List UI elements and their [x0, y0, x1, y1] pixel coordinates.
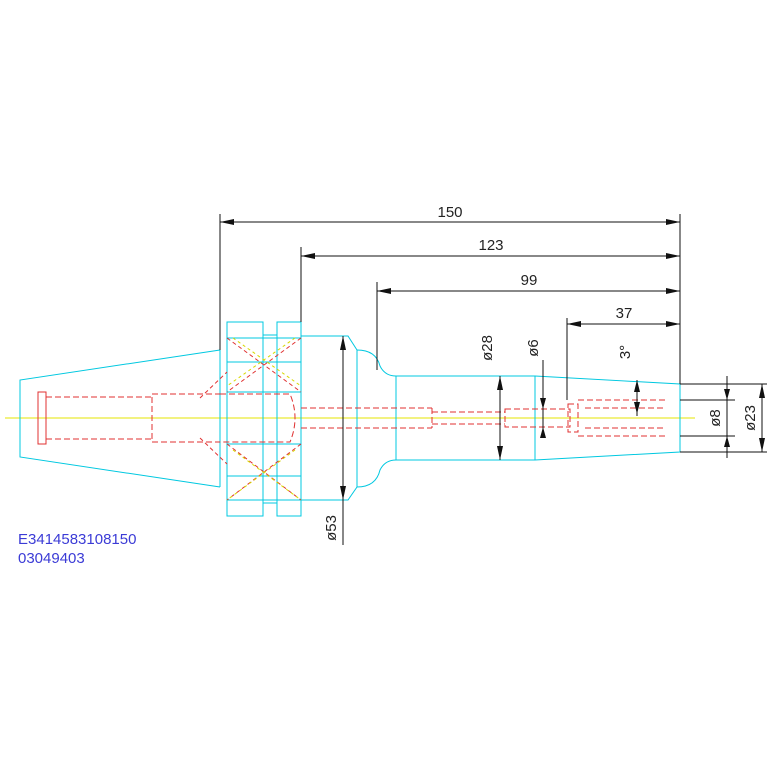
dim-dia53-label: ø53	[323, 515, 340, 541]
part-code-line1: E3414583108150	[18, 531, 136, 548]
dim-dia8-label: ø8	[707, 409, 724, 427]
dim-angle3-label: 3°	[617, 345, 634, 359]
flange-hatching	[199, 337, 302, 501]
part-code-line2: 03049403	[18, 550, 85, 567]
dim-123-label: 123	[478, 237, 503, 254]
hidden-lines	[37, 391, 665, 445]
dim-dia23-label: ø23	[742, 405, 759, 431]
dim-dia6-label: ø6	[525, 339, 542, 357]
dim-37-label: 37	[616, 305, 633, 322]
dim-dia28-label: ø28	[479, 335, 496, 361]
dim-99-label: 99	[521, 272, 538, 289]
diameter-dimensions	[340, 336, 767, 545]
tool-outline	[19, 321, 681, 517]
dim-150-label: 150	[437, 204, 462, 221]
length-dimensions	[219, 214, 681, 400]
